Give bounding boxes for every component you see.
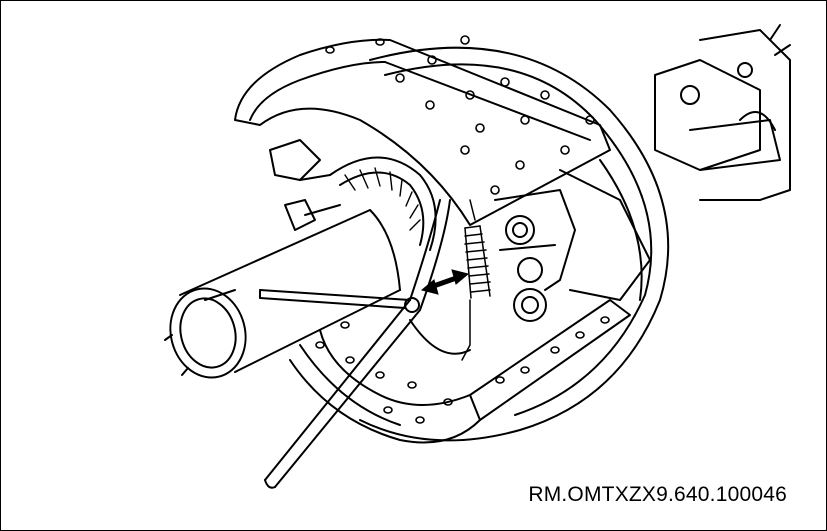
axle-bracket [654,24,791,201]
spring-tool-tube [164,209,401,379]
return-spring [461,199,491,361]
wheel-hub [269,139,437,251]
anchor-pins [494,189,576,322]
backing-plate [359,46,670,442]
upper-brake-shoe [234,35,611,226]
upper-lining-holes [325,35,595,195]
t-handle-rod [259,289,411,309]
double-arrow-icon [420,269,470,295]
reference-code: RM.OMTXZX9.640.100046 [528,483,787,506]
lower-lining-holes [315,316,610,424]
lower-brake-shoe [289,299,631,444]
